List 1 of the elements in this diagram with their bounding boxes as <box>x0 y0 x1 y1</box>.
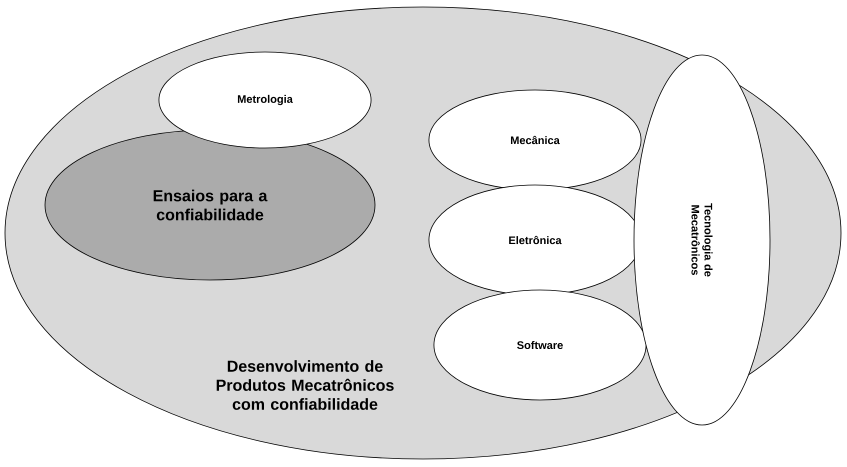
ellipse-label: Desenvolvimento de Produtos Mecatrônicos com confiabilidade <box>216 360 394 410</box>
